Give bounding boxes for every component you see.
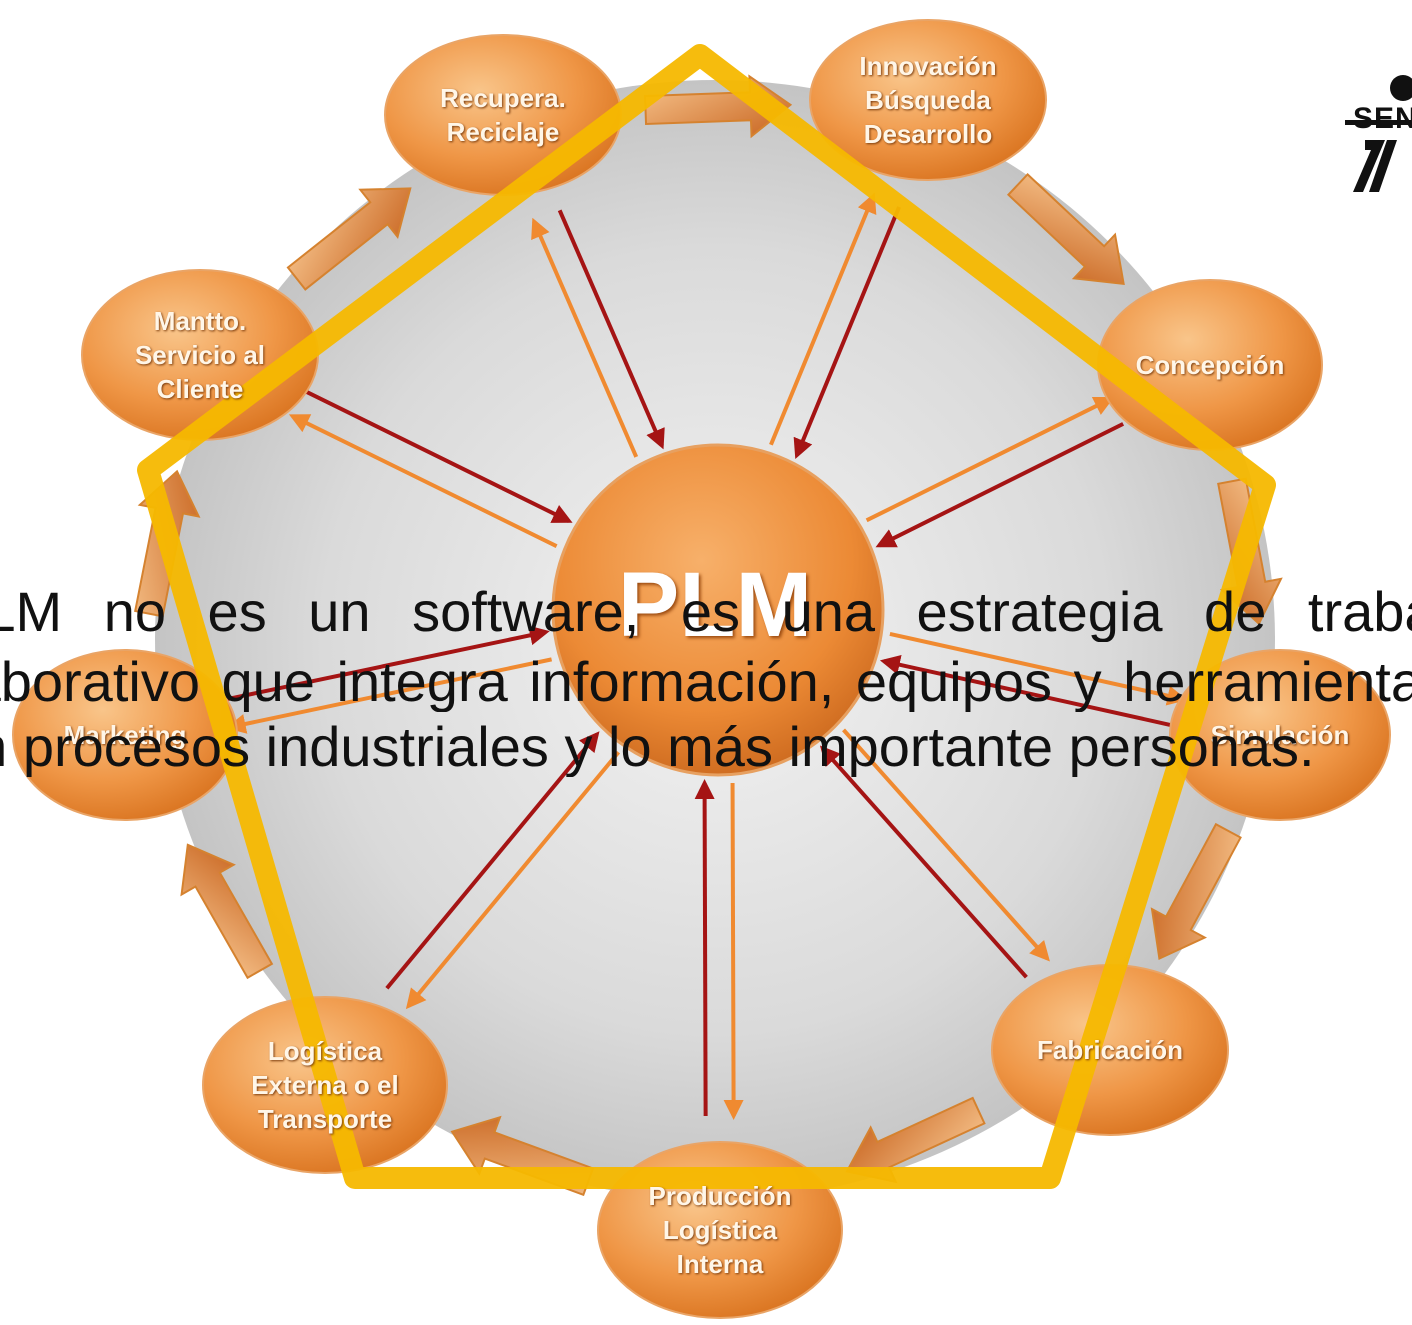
spoke-arrow-recupera (531, 217, 639, 458)
spoke-arrow-fabricacion (842, 728, 1050, 962)
statement-line-1: PLM no es un software, es una estrategia… (0, 582, 1412, 642)
sena-logo-text: SENA (1353, 102, 1412, 135)
spoke-arrow-produccion (723, 782, 744, 1120)
spoke-arrow-logistica-externa (385, 731, 600, 990)
node-recupera (384, 34, 622, 196)
spoke-arrow-recupera (557, 209, 665, 450)
center-label: PLM (617, 554, 813, 656)
spoke-arrow-fabricacion (819, 745, 1028, 979)
spoke-arrow-marketing (223, 625, 550, 702)
spoke-arrow-simulacion (879, 654, 1178, 729)
yellow-pentagon (137, 44, 1276, 1189)
spoke-arrow-produccion (694, 779, 715, 1117)
node-concepcion (1097, 279, 1323, 451)
spoke-arrow-innovacion (793, 206, 901, 460)
node-marketing (12, 649, 238, 821)
ring-arrow (180, 843, 274, 980)
ring-arrow (286, 187, 412, 291)
node-innovacion (809, 19, 1047, 181)
spoke-arrow-mantto (303, 389, 573, 523)
spoke-arrow-concepcion (875, 422, 1125, 548)
spoke-arrow-concepcion (865, 397, 1115, 523)
ring-arrow (1150, 822, 1242, 960)
spoke-arrows (223, 192, 1188, 1120)
statement-line-2: colaborativo que integra información, eq… (0, 652, 1412, 712)
sena-logo: SENA (1345, 70, 1412, 200)
spoke-arrow-mantto (288, 414, 558, 548)
spoke-arrow-innovacion (769, 192, 877, 446)
node-mantto (81, 269, 319, 441)
center-node (551, 443, 885, 777)
ring-arrow (1006, 172, 1125, 286)
spoke-arrow-logistica-externa (405, 750, 621, 1010)
spoke-arrow-simulacion (889, 631, 1188, 706)
spoke-arrow-marketing (225, 657, 553, 734)
node-simulacion (1169, 649, 1391, 821)
statement-line-3: en procesos industriales y lo más import… (0, 717, 1315, 777)
sena-logo-icon (1345, 75, 1412, 192)
